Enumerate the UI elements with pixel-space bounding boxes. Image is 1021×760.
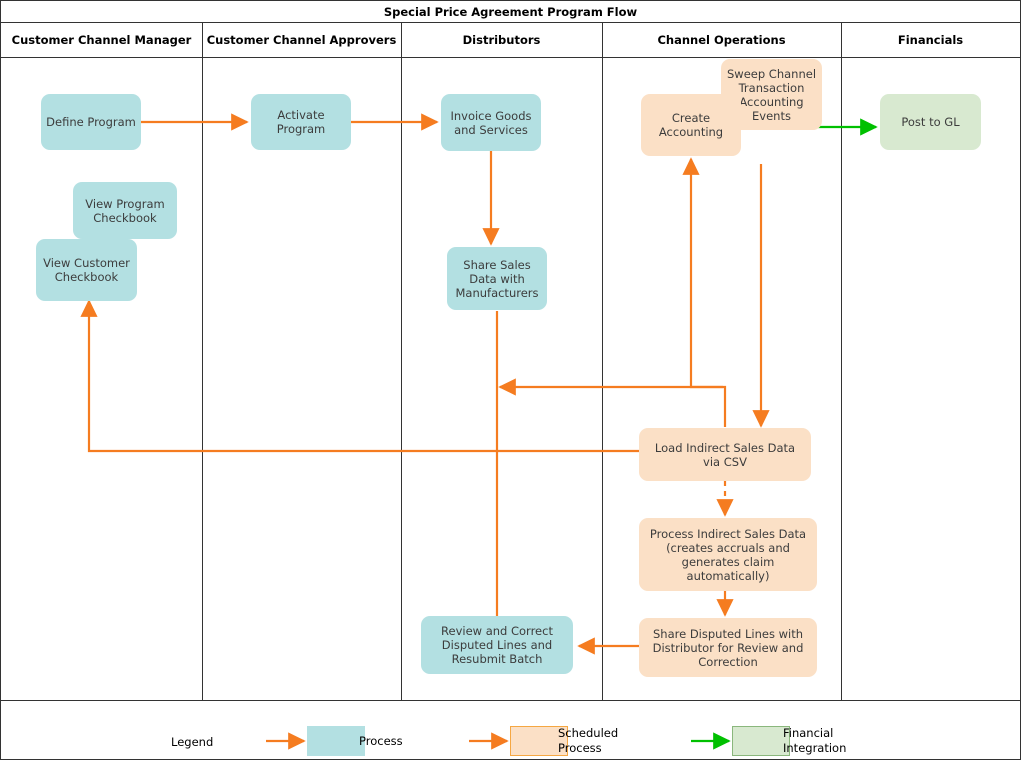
node-label: Invoice Goods and Services xyxy=(450,108,532,137)
node-view-customer-checkbook[interactable]: View Customer Checkbook xyxy=(36,239,137,301)
node-label: Review and Correct Disputed Lines and Re… xyxy=(441,624,553,666)
node-view-program-checkbook[interactable]: View Program Checkbook xyxy=(73,182,177,239)
node-label: Share Disputed Lines with Distributor fo… xyxy=(652,626,804,669)
lane-label: Financials xyxy=(897,33,964,47)
node-post-to-gl[interactable]: Post to GL xyxy=(880,94,981,150)
node-label: Define Program xyxy=(46,115,136,129)
legend-swatch-financial-integration xyxy=(732,726,790,756)
node-label: Activate Program xyxy=(276,108,326,136)
lane-header-financials: Financials xyxy=(841,23,1020,58)
node-create-accounting[interactable]: Create Accounting xyxy=(641,94,741,156)
node-label: View Program Checkbook xyxy=(85,196,165,225)
diagram-title-bar: Special Price Agreement Program Flow xyxy=(1,1,1020,23)
edge-return-to-checkbook xyxy=(80,299,639,453)
page-title: Special Price Agreement Program Flow xyxy=(383,4,638,19)
lane-divider-4 xyxy=(841,23,842,700)
lane-divider-2 xyxy=(401,23,402,700)
lane-header-channel-operations: Channel Operations xyxy=(602,23,841,58)
node-load-indirect-sales-data[interactable]: Load Indirect Sales Data via CSV xyxy=(639,428,811,481)
node-label: Sweep Channel Transaction Accounting Eve… xyxy=(726,66,817,123)
legend-label-process: Process xyxy=(359,734,403,748)
legend-label-financial-integration: Financial Integration xyxy=(783,726,847,755)
node-process-indirect-sales-data[interactable]: Process Indirect Sales Data (creates acc… xyxy=(639,518,817,591)
node-invoice-goods-and-services[interactable]: Invoice Goods and Services xyxy=(441,94,541,151)
legend-label-scheduled-process: Scheduled Process xyxy=(558,726,619,755)
node-label: View Customer Checkbook xyxy=(43,256,130,284)
node-label: Create Accounting xyxy=(658,111,724,139)
lane-label: Channel Operations xyxy=(657,33,786,47)
lane-label: Customer Channel Manager xyxy=(11,33,192,47)
edge-load-indirect-to-create-accounting xyxy=(682,157,727,427)
node-review-and-correct[interactable]: Review and Correct Disputed Lines and Re… xyxy=(421,616,573,674)
node-label: Load Indirect Sales Data via CSV xyxy=(654,440,796,469)
node-share-disputed-lines[interactable]: Share Disputed Lines with Distributor fo… xyxy=(639,618,817,677)
lane-header-customer-channel-manager: Customer Channel Manager xyxy=(1,23,202,58)
node-label: Process Indirect Sales Data (creates acc… xyxy=(649,526,807,583)
node-label: Post to GL xyxy=(901,115,960,129)
legend-swatch-process xyxy=(307,726,365,756)
node-share-sales-data[interactable]: Share Sales Data with Manufacturers xyxy=(447,247,547,310)
lane-header-customer-channel-approvers: Customer Channel Approvers xyxy=(202,23,401,58)
legend-swatch-scheduled-process xyxy=(510,726,568,756)
node-label: Share Sales Data with Manufacturers xyxy=(455,257,539,300)
lane-label: Customer Channel Approvers xyxy=(206,33,397,47)
lane-divider-3 xyxy=(602,23,603,700)
node-activate-program[interactable]: Activate Program xyxy=(251,94,351,150)
lane-bottom-divider xyxy=(1,700,1020,701)
lane-divider-1 xyxy=(202,23,203,700)
lane-label: Distributors xyxy=(462,33,541,47)
legend-title: Legend xyxy=(171,735,214,749)
lane-header-distributors: Distributors xyxy=(401,23,602,58)
node-define-program[interactable]: Define Program xyxy=(41,94,141,150)
